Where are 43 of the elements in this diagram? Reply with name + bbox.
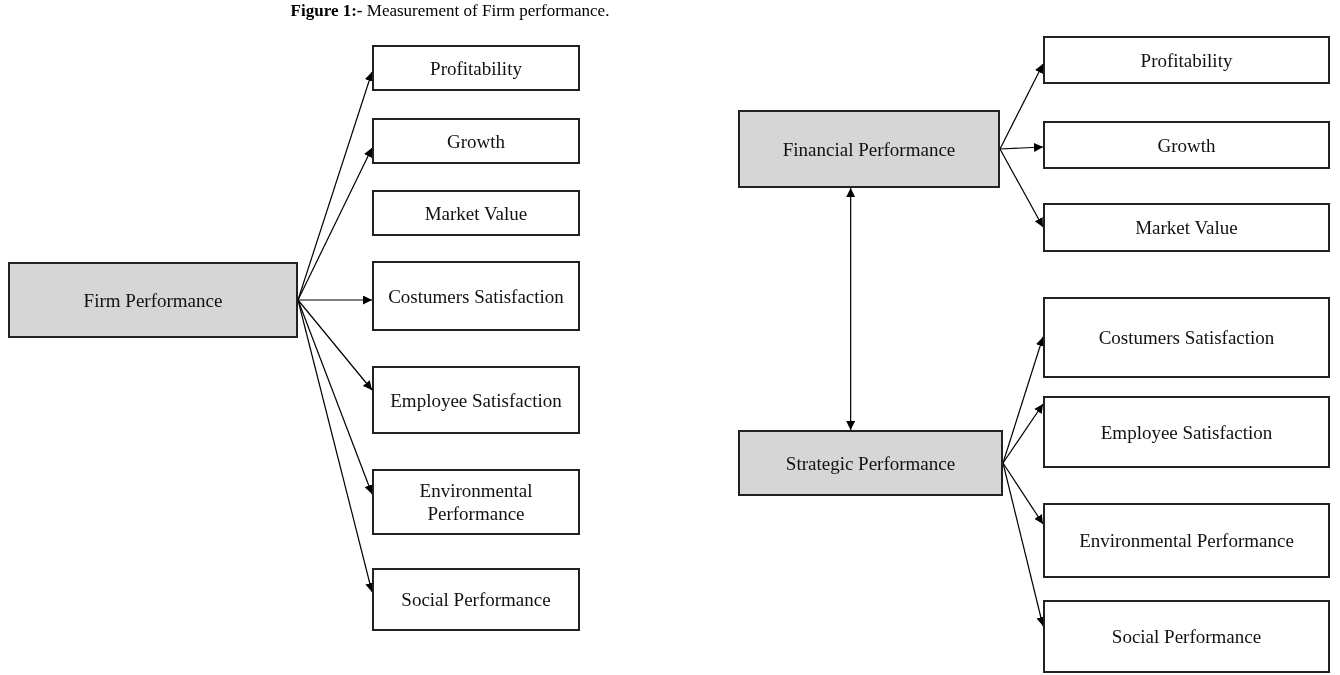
measure-box — [372, 118, 580, 164]
category-box — [8, 262, 298, 338]
box-label: Profitability — [429, 56, 523, 80]
box-label: Costumers Satisfaction — [1097, 326, 1276, 349]
box-label: Growth — [445, 129, 507, 153]
arrow — [999, 148, 1044, 228]
box-label: Firm Performance — [82, 288, 224, 312]
measure-box — [372, 45, 580, 91]
category-box — [738, 110, 1000, 188]
measure-box — [1043, 503, 1330, 578]
measure-box — [372, 568, 580, 631]
measure-box — [372, 366, 580, 434]
arrow — [297, 295, 373, 305]
figure-caption: Figure 1:- Measurement of Firm performance. — [289, 0, 611, 22]
measure-box — [372, 190, 580, 236]
measure-box — [372, 469, 580, 535]
box-label: Market Value — [423, 201, 529, 225]
arrow — [1002, 462, 1044, 525]
box-label: Social Performance — [400, 588, 552, 611]
measure-box — [1043, 297, 1330, 378]
box-label: Financial Performance — [781, 137, 957, 161]
box-label: Market Value — [1134, 216, 1239, 239]
measure-box — [1043, 600, 1330, 673]
box-label: Strategic Performance — [784, 451, 957, 475]
box-label: Profitability — [1139, 48, 1234, 72]
box-label: Environmental Performance — [1078, 529, 1295, 552]
measure-box — [1043, 203, 1330, 252]
arrow — [999, 142, 1044, 152]
arrow — [1002, 403, 1044, 464]
category-box — [738, 430, 1003, 496]
box-label: Environmental Performance — [418, 479, 534, 525]
arrow — [999, 63, 1044, 150]
measure-box — [1043, 396, 1330, 468]
box-label: Social Performance — [1110, 625, 1263, 648]
measure-box — [1043, 121, 1330, 169]
arrow — [846, 187, 856, 431]
measure-box — [372, 261, 580, 331]
arrow — [297, 299, 373, 391]
box-label: Employee Satisfaction — [1099, 420, 1274, 444]
measure-box — [1043, 36, 1330, 84]
box-label: Growth — [1156, 133, 1217, 157]
box-label: Costumers Satisfaction — [387, 284, 565, 308]
box-label: Employee Satisfaction — [389, 388, 563, 412]
